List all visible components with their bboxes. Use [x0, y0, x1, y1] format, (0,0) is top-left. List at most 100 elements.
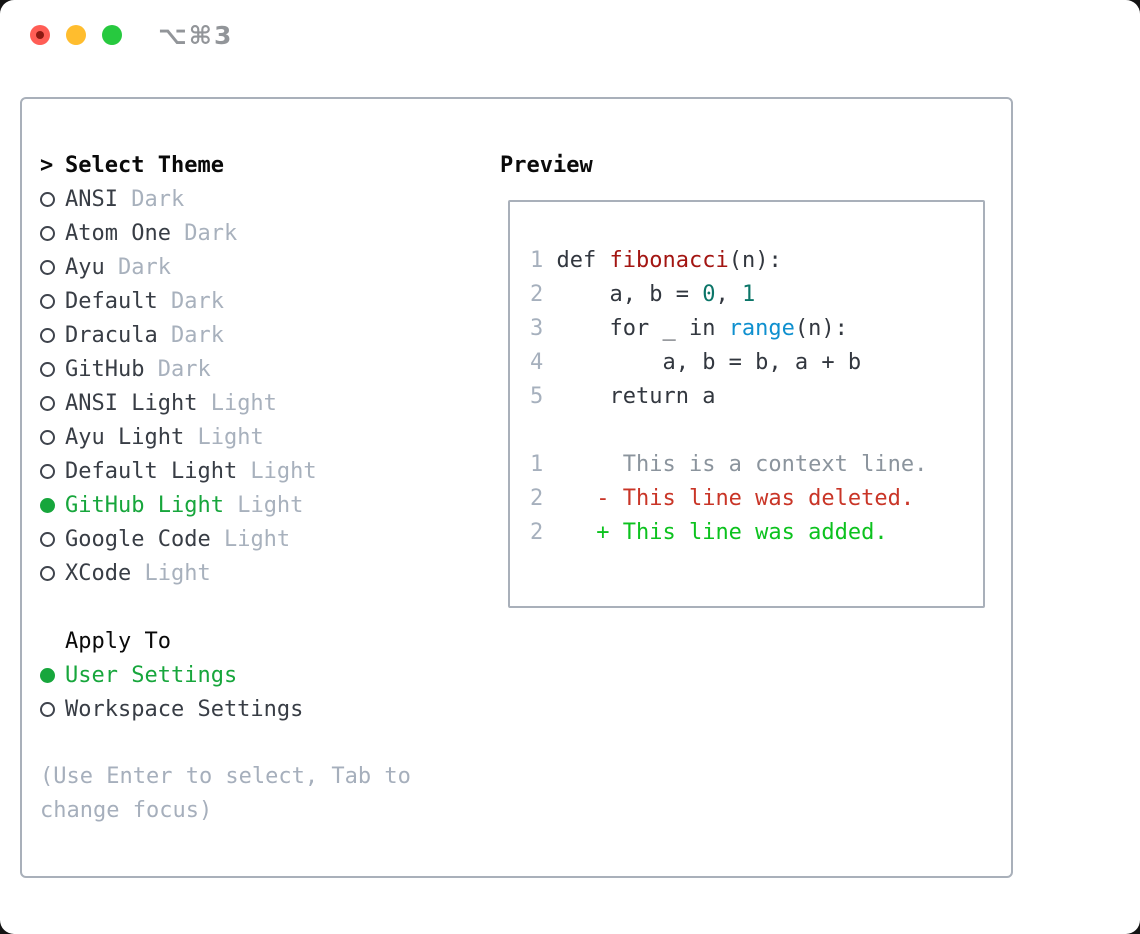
radio-icon	[40, 667, 55, 683]
theme-variant: Dark	[144, 356, 211, 382]
radio-icon	[40, 531, 55, 547]
theme-option[interactable]: Google Code Light	[40, 522, 486, 556]
theme-variant: Light	[223, 492, 304, 518]
radio-icon	[40, 565, 55, 581]
help-hint: (Use Enter to select, Tab to change focu…	[40, 764, 411, 823]
minimize-button[interactable]	[66, 25, 86, 45]
preview-segment-builtin: range	[728, 316, 795, 341]
theme-variant: Dark	[157, 288, 224, 314]
close-button[interactable]	[30, 25, 50, 45]
preview-segment-num: 4	[530, 350, 557, 375]
theme-option[interactable]: Ayu Light Light	[40, 420, 486, 454]
theme-name: Ayu	[65, 254, 105, 280]
preview-line: 5 return a	[530, 380, 975, 414]
preview-segment-code: return a	[556, 384, 716, 409]
preview-segment-add: + This line was added.	[556, 520, 888, 545]
preview-section: Preview 1 def fibonacci(n):2 a, b = 0, 1…	[500, 148, 995, 608]
theme-option[interactable]: ANSI Light Light	[40, 386, 486, 420]
preview-segment-fn: fibonacci	[609, 248, 729, 273]
theme-option[interactable]: Ayu Dark	[40, 250, 486, 284]
preview-segment-del: - This line was deleted.	[556, 486, 915, 511]
theme-variant: Dark	[104, 254, 171, 280]
theme-option[interactable]: Default Light Light	[40, 454, 486, 488]
preview-line: 2 - This line was deleted.	[530, 482, 975, 516]
apply-to-header: Apply To	[40, 624, 486, 658]
theme-name: XCode	[65, 560, 132, 586]
window-titlebar: ⌥⌘3	[0, 0, 1140, 70]
preview-segment-num: 1	[530, 248, 557, 273]
theme-option[interactable]: ANSI Dark	[40, 182, 486, 216]
theme-variant: Dark	[157, 322, 224, 348]
preview-segment-code: (n):	[728, 248, 782, 273]
theme-option[interactable]: GitHub Dark	[40, 352, 486, 386]
theme-variant: Light	[237, 458, 317, 484]
apply-to-option-label: Workspace Settings	[65, 696, 304, 722]
preview-line: 1 def fibonacci(n):	[530, 244, 975, 278]
preview-line: 3 for _ in range(n):	[530, 312, 975, 346]
preview-line: 2 + This line was added.	[530, 516, 975, 550]
theme-option[interactable]: Dracula Dark	[40, 318, 486, 352]
prompt-icon: >	[40, 152, 54, 178]
preview-segment-code: for _ in	[556, 316, 729, 341]
preview-segment-code: =	[662, 282, 703, 307]
preview-segment-num: 5	[530, 384, 557, 409]
radio-icon	[40, 191, 55, 207]
apply-to-option[interactable]: Workspace Settings	[40, 692, 486, 726]
preview-segment-code: b	[649, 282, 663, 307]
preview-title: Preview	[500, 152, 593, 178]
apply-to-header-label: Apply To	[65, 628, 171, 654]
theme-name: GitHub Light	[65, 492, 224, 518]
preview-segment-ctx: This is a context line.	[556, 452, 928, 477]
select-theme-header-label: Select Theme	[65, 152, 224, 178]
select-theme-header: > Select Theme	[40, 148, 486, 182]
theme-option[interactable]: Default Dark	[40, 284, 486, 318]
theme-name: Ayu Light	[65, 424, 185, 450]
theme-variant: Dark	[170, 220, 238, 246]
theme-variant: Light	[210, 526, 291, 552]
radio-icon	[40, 463, 55, 479]
preview-segment-num: 2	[530, 486, 557, 511]
theme-option[interactable]: Atom One Dark	[40, 216, 486, 250]
radio-icon	[40, 259, 55, 275]
preview-line: 4 a, b = b, a + b	[530, 346, 975, 380]
theme-name: Default Light	[65, 458, 238, 484]
theme-name: ANSI	[65, 186, 118, 212]
preview-line: 1 This is a context line.	[530, 448, 975, 482]
radio-icon	[40, 361, 55, 377]
theme-name: Atom One	[65, 220, 171, 246]
zoom-button[interactable]	[102, 25, 122, 45]
theme-option[interactable]: XCode Light	[40, 556, 486, 590]
radio-icon	[40, 225, 55, 241]
preview-segment-num: 2	[530, 282, 557, 307]
theme-name: Google Code	[65, 526, 211, 552]
preview-segment-code: ,	[622, 282, 650, 307]
theme-name: Default	[65, 288, 158, 314]
preview-segment-lit: 0	[702, 282, 716, 307]
radio-icon	[40, 497, 55, 513]
theme-name: ANSI Light	[65, 390, 198, 416]
preview-segment-num: 3	[530, 316, 557, 341]
radio-icon	[40, 395, 55, 411]
radio-icon	[40, 429, 55, 445]
radio-icon	[40, 327, 55, 343]
preview-line: 2 a, b = 0, 1	[530, 278, 975, 312]
theme-name: GitHub	[65, 356, 145, 382]
preview-segment-code	[557, 282, 610, 307]
preview-segment-code: a	[609, 282, 623, 307]
preview-segment-code: a, b = b, a + b	[556, 350, 862, 375]
apply-to-option[interactable]: User Settings	[40, 658, 486, 692]
theme-name: Dracula	[65, 322, 158, 348]
apply-to-option-label: User Settings	[65, 662, 238, 688]
theme-option[interactable]: GitHub Light Light	[40, 488, 486, 522]
preview-segment-code: ,	[715, 282, 742, 307]
theme-variant: Light	[131, 560, 211, 586]
radio-icon	[40, 293, 55, 309]
theme-variant: Dark	[117, 186, 185, 212]
preview-segment-num: 2	[530, 520, 557, 545]
